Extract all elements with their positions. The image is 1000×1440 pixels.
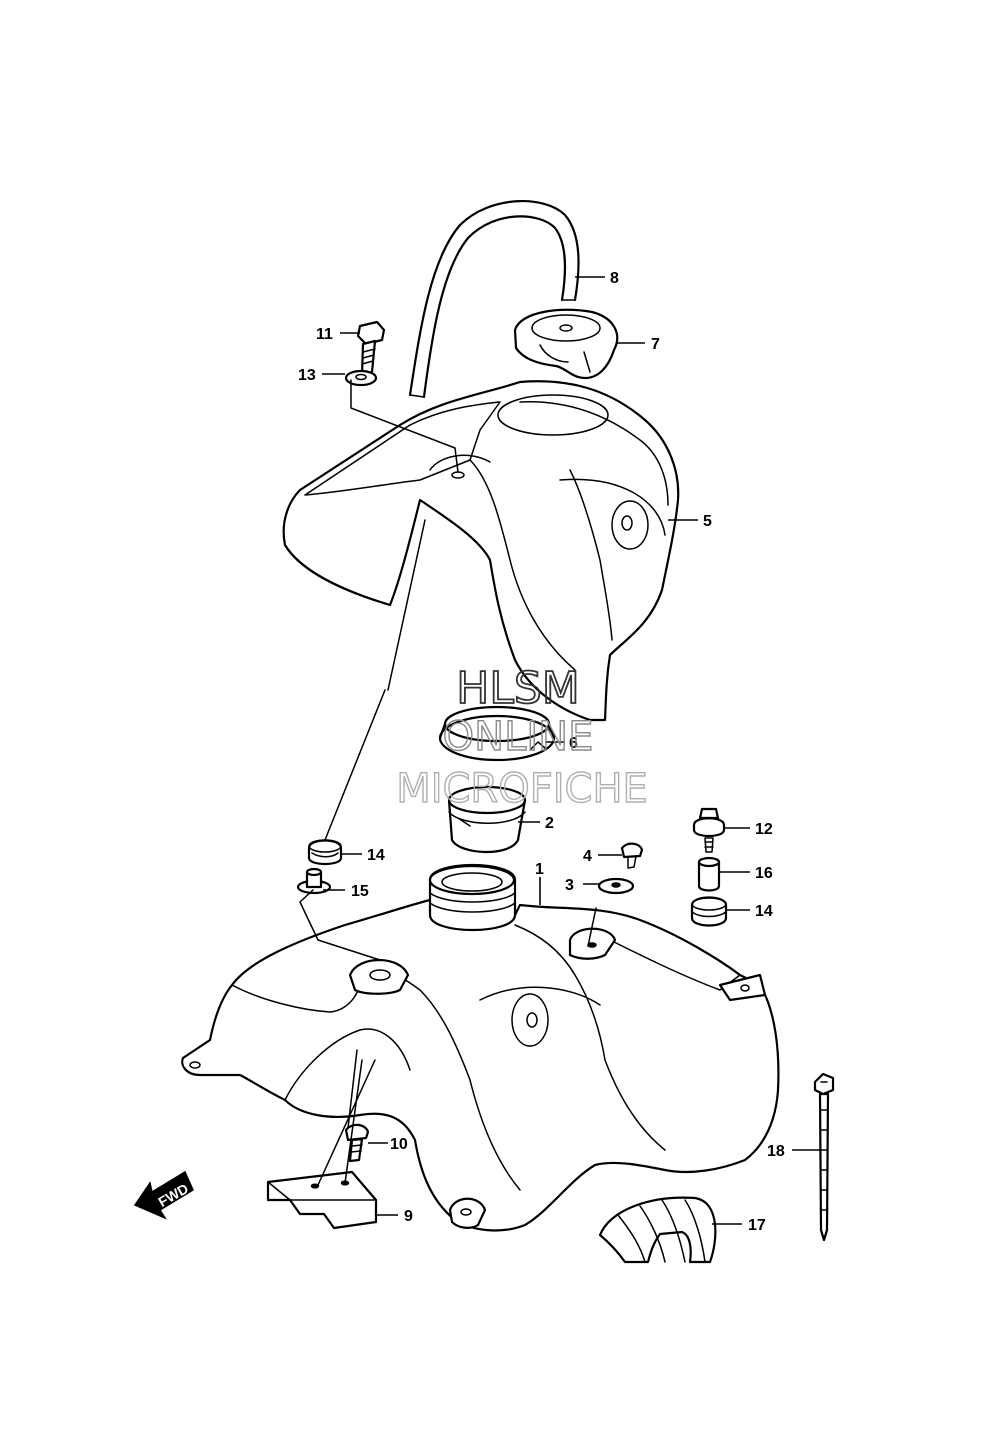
assembly-guide-lines: [299, 379, 597, 1186]
callout-leaders: [322, 276, 820, 1225]
callout-3: 3: [565, 877, 574, 894]
washer-13-part: [344, 369, 378, 387]
cable-tie-18-part: [813, 1072, 835, 1242]
callout-5: 5: [703, 513, 712, 530]
bolt-12-part: [692, 807, 726, 853]
washer-3-part: [597, 877, 635, 895]
callout-14-left: 14: [367, 847, 385, 864]
watermark: HLSM ONLINE MICROFICHE: [395, 662, 648, 813]
callout-6: 6: [569, 735, 578, 752]
callout-11: 11: [316, 326, 333, 343]
filler-sleeve-part: [447, 785, 527, 854]
watermark-line-3: MICROFICHE: [396, 766, 648, 812]
bolt-11-part: [356, 320, 386, 377]
tank-shroud-part: [282, 380, 680, 722]
callout-2: 2: [545, 815, 554, 832]
fuel-tank-part: [181, 863, 780, 1232]
collar-15-part: [296, 867, 332, 895]
callout-8: 8: [610, 270, 619, 287]
breather-hose-part: [408, 200, 580, 399]
grommet-14-right-part: [690, 896, 728, 927]
callout-4: 4: [583, 848, 592, 865]
watermark-line-2: ONLINE: [443, 714, 594, 760]
callout-10: 10: [390, 1136, 408, 1153]
callout-13: 13: [298, 367, 316, 384]
callout-1: 1: [535, 861, 544, 878]
grommet-14-left-part: [307, 839, 343, 866]
callout-14-right: 14: [755, 903, 773, 920]
cushion-17-part: [598, 1196, 717, 1264]
screw-10-part: [344, 1123, 370, 1163]
fuel-cap-part: [513, 308, 619, 380]
callout-7: 7: [651, 336, 660, 353]
callout-9: 9: [404, 1208, 413, 1225]
callout-16: 16: [755, 865, 773, 882]
callout-17: 17: [748, 1217, 766, 1234]
bracket-9-part: [266, 1170, 378, 1230]
callout-numbers: 8 7 11 13 5 6 2 14 15 4 3 1 12 16 14 10 …: [298, 270, 785, 1234]
callout-12: 12: [755, 821, 773, 838]
fwd-direction-arrow: FWD: [133, 1170, 194, 1220]
callout-18: 18: [767, 1143, 785, 1160]
screw-4-part: [620, 842, 644, 869]
callout-15: 15: [351, 883, 369, 900]
collar-16-part: [697, 856, 721, 892]
hose-clamp-6-part: [438, 705, 556, 762]
watermark-line-1: HLSM: [456, 663, 580, 714]
